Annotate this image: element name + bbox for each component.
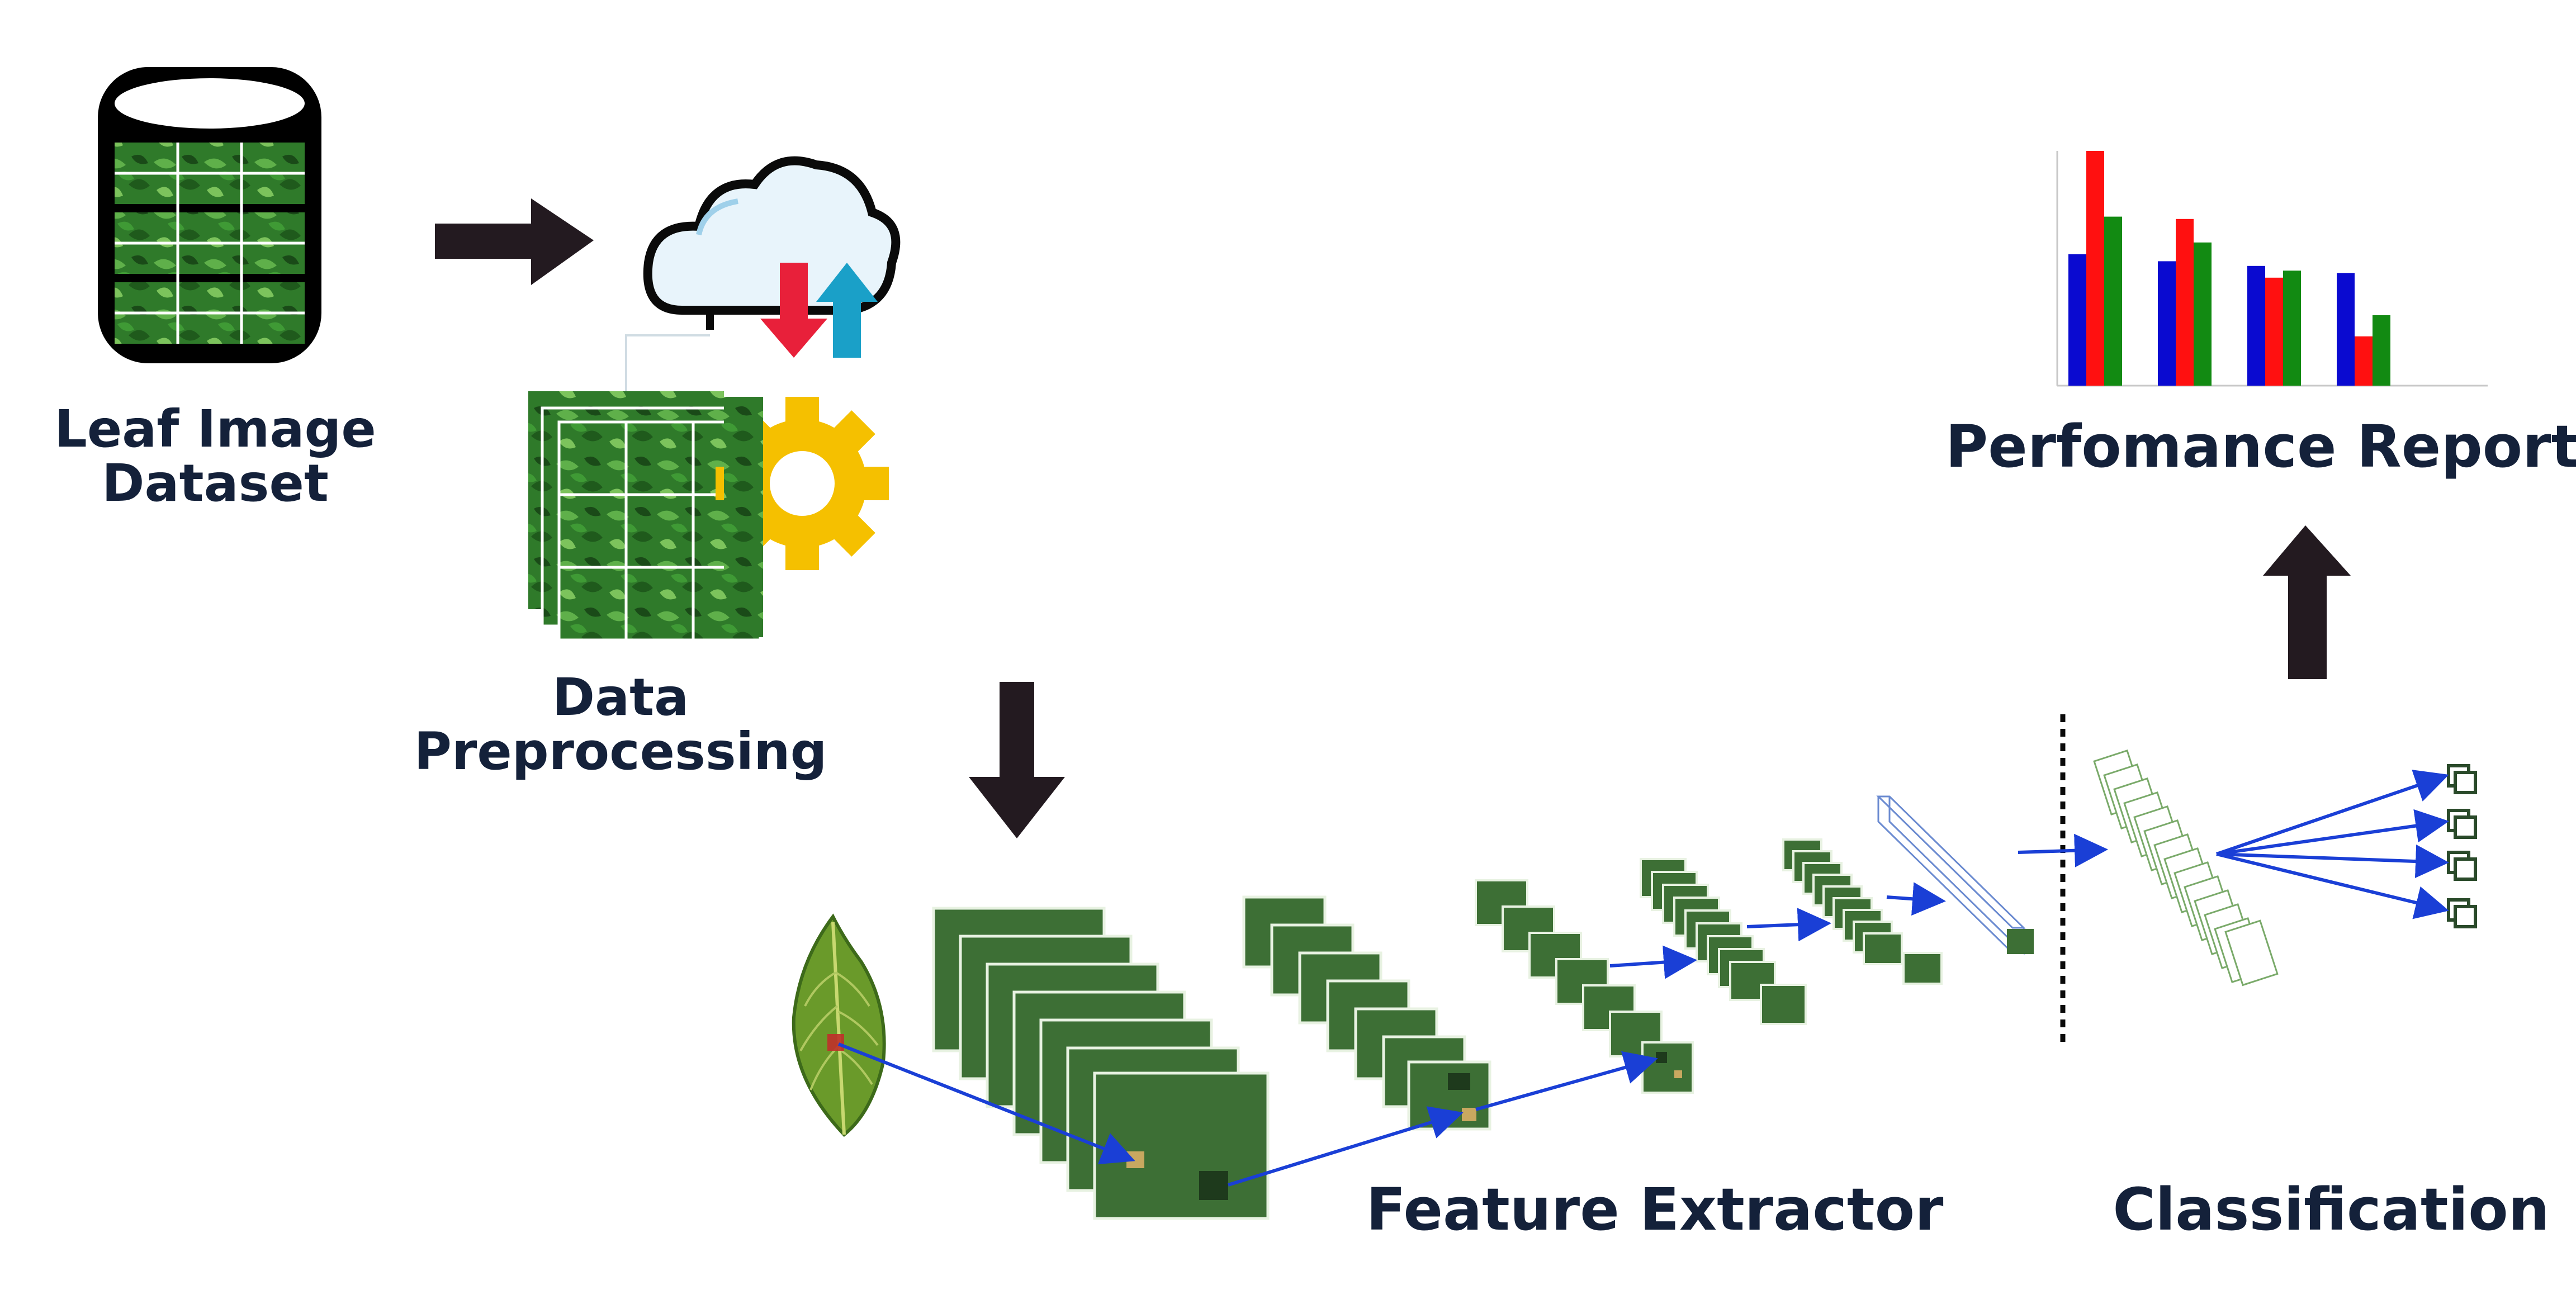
flow-arrow-up [2263, 525, 2351, 679]
flatten-output [2007, 929, 2034, 954]
cnn-layer-group-1 [932, 907, 1270, 1220]
feature-extractor-label: Feature Extractor [1366, 1175, 1944, 1244]
preprocessing-label-line2: Preprocessing [414, 721, 827, 781]
connector-line [1886, 882, 1946, 916]
feature-patch [1448, 1073, 1470, 1090]
connector-line [2216, 770, 2449, 856]
connector-line [2216, 845, 2449, 879]
cnn-layer-group-5 [1782, 838, 1943, 985]
output-node-icon [2447, 809, 2477, 839]
chart-bar [2337, 273, 2355, 386]
connector-line [2216, 852, 2449, 919]
preprocessing-image-edge [724, 397, 763, 637]
chart-bar [2283, 271, 2301, 386]
feature-patch [1462, 1108, 1476, 1121]
output-node-icon [2447, 851, 2477, 881]
report-label: Perfomance Report [1945, 412, 2576, 481]
chart-bar [2086, 151, 2104, 386]
flow-arrow-right [435, 198, 594, 285]
connector-line [1746, 908, 1831, 942]
connector-line [1609, 945, 1697, 979]
chart-bar [2158, 261, 2176, 386]
cnn-layer-group-4 [1640, 858, 1807, 1025]
chart-bar [2104, 216, 2122, 386]
dataset-label: Leaf Image Dataset [34, 402, 397, 510]
connector-line [1475, 1051, 1658, 1111]
chart-bar [2247, 265, 2265, 386]
dataset-label-line2: Dataset [102, 453, 329, 513]
flow-arrow-down [969, 682, 1065, 838]
flatten-layer [1876, 795, 2026, 955]
chart-bar [2355, 336, 2373, 386]
feature-patch [1674, 1070, 1682, 1078]
preprocessing-label-line1: Data [552, 667, 689, 727]
cnn-layer-group-3 [1475, 879, 1694, 1094]
output-node-icon [2447, 764, 2477, 794]
feature-patch [1656, 1052, 1667, 1063]
database-icon [98, 67, 321, 363]
cnn-layer-group-2 [1242, 895, 1491, 1131]
leaf-image [792, 913, 886, 1137]
classification-label: Classification [2113, 1175, 2550, 1244]
performance-chart [2056, 151, 2488, 387]
output-node-icons [2447, 764, 2477, 928]
connector-line [2216, 809, 2449, 856]
fully-connected-layers [2093, 749, 2279, 987]
chart-bar [2265, 277, 2283, 386]
feature-patch [1199, 1171, 1228, 1200]
dataset-label-line1: Leaf Image [54, 399, 376, 459]
preprocessing-label: Data Preprocessing [402, 667, 839, 781]
output-node-icon [2447, 898, 2477, 928]
chart-bar [2176, 219, 2194, 386]
cloud-sync-icon [625, 156, 901, 391]
connector-lines [837, 770, 2449, 1187]
connector-line [2018, 833, 2108, 867]
connector-line [1228, 1106, 1464, 1187]
connector-line [837, 1042, 1135, 1165]
chart-bar [2373, 315, 2390, 386]
chart-bar [2194, 242, 2212, 386]
chart-bar [2068, 254, 2086, 386]
